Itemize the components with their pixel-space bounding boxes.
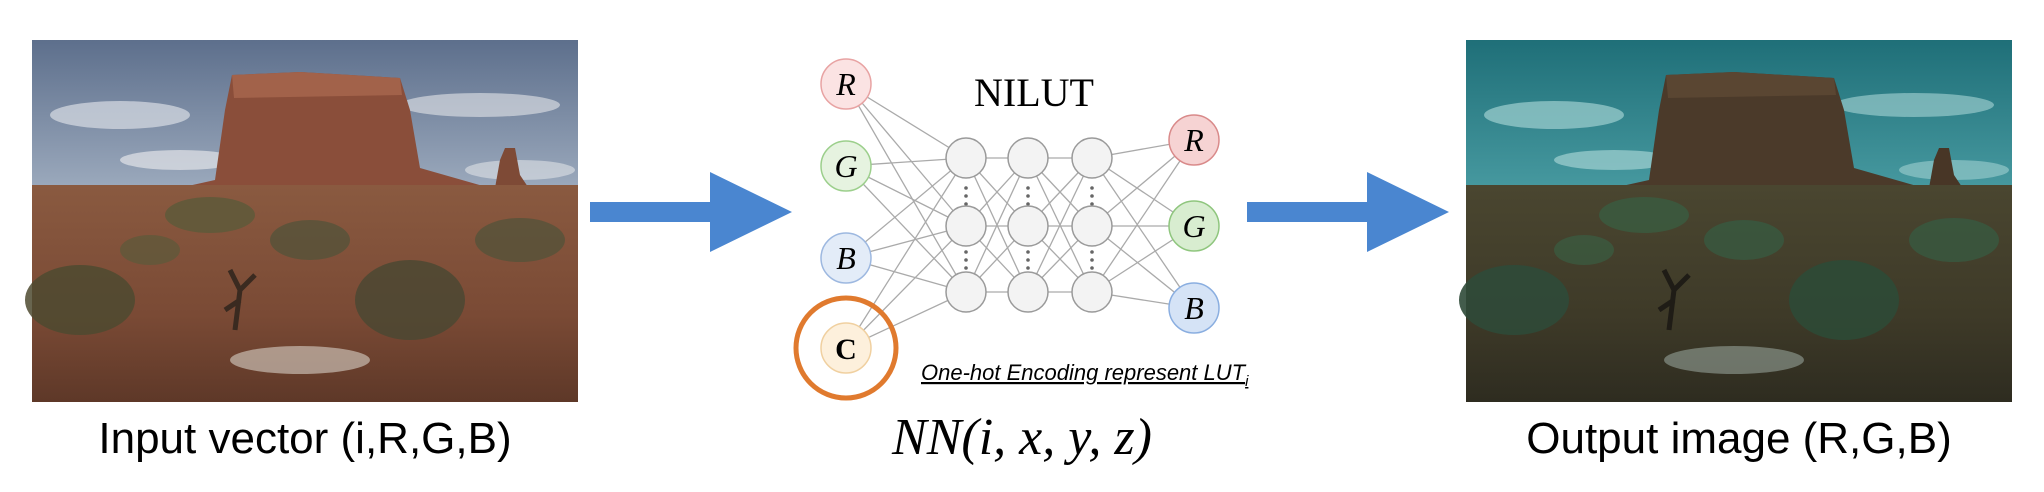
- hidden-node: [945, 271, 987, 313]
- output-node-r: [1168, 114, 1220, 166]
- hidden-layer-ellipsis: [964, 186, 1094, 270]
- input-image: [25, 40, 578, 402]
- one-hot-label: One-hot Encoding represent LUTi: [921, 360, 1249, 390]
- network-edge: [1091, 157, 1195, 309]
- output-image: [1459, 40, 2012, 402]
- hidden-node: [945, 205, 987, 247]
- hidden-nodes: [945, 137, 1113, 313]
- one-hot-subscript: i: [1245, 373, 1249, 390]
- network-edge: [965, 157, 1029, 293]
- output-node-g: [1168, 200, 1220, 252]
- network-edge: [1091, 139, 1195, 293]
- hidden-node: [1071, 271, 1113, 313]
- input-node-c-label: C: [835, 333, 857, 366]
- output-node-b: [1168, 282, 1220, 334]
- input-node-c: [820, 322, 872, 374]
- input-caption: Input vector (i,R,G,B): [98, 414, 512, 463]
- hidden-node: [1007, 205, 1049, 247]
- one-hot-text: One-hot Encoding represent LUT: [921, 360, 1247, 385]
- network-edge: [845, 157, 967, 349]
- arrow-network-to-output: [1247, 172, 1449, 252]
- output-caption: Output image (R,G,B): [1526, 414, 1952, 463]
- one-hot-highlight-ring: [793, 295, 899, 401]
- output-node-g-label: G: [1182, 208, 1205, 244]
- hidden-node: [1007, 271, 1049, 313]
- network-edge: [845, 83, 967, 293]
- network-title: NILUT: [974, 70, 1094, 115]
- input-node-b: [820, 232, 872, 284]
- output-node-b-label: B: [1184, 290, 1204, 326]
- network-formula: NN(i, x, y, z): [892, 409, 1152, 466]
- hidden-node: [1071, 205, 1113, 247]
- input-node-g: [820, 140, 872, 192]
- input-node-b-label: B: [836, 240, 856, 276]
- input-node-r-label: R: [835, 66, 856, 102]
- network-edge: [845, 157, 967, 259]
- arrow-input-to-network: [590, 172, 792, 252]
- network-edge: [845, 165, 967, 293]
- input-node-r: [820, 58, 872, 110]
- network-edge: [845, 225, 967, 349]
- hidden-node: [1071, 137, 1113, 179]
- hidden-node: [1007, 137, 1049, 179]
- hidden-node: [945, 137, 987, 179]
- output-node-r-label: R: [1183, 122, 1204, 158]
- network-edge: [845, 83, 967, 227]
- network-edge: [1027, 157, 1093, 293]
- input-node-g-label: G: [834, 148, 857, 184]
